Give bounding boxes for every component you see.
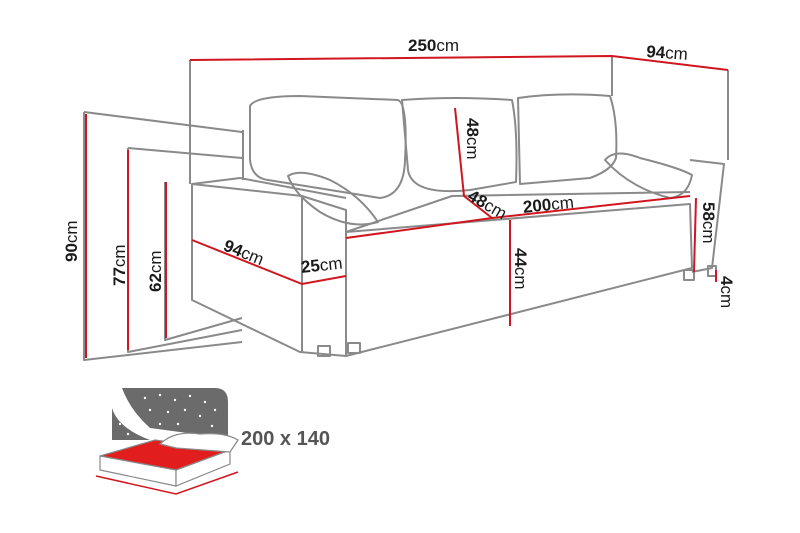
dim-total-depth: 94cm xyxy=(645,42,689,64)
dimension-lines xyxy=(85,54,729,358)
dim-backrest-height: 77cm xyxy=(110,244,129,286)
dim-total-height: 90cm xyxy=(62,220,81,262)
sofa-outline xyxy=(83,56,729,361)
bed-icon xyxy=(95,388,239,495)
dim-total-width: 250cm xyxy=(408,36,460,55)
dim-side-height: 58cm xyxy=(699,202,718,244)
dim-armrest-height: 62cm xyxy=(146,250,165,292)
sleeping-area-label: 200 x 140 xyxy=(241,428,330,450)
dim-seat-height: 44cm xyxy=(511,248,530,290)
dim-leg-height: 4cm xyxy=(717,276,736,309)
dim-cushion-height: 48cm xyxy=(463,118,482,160)
